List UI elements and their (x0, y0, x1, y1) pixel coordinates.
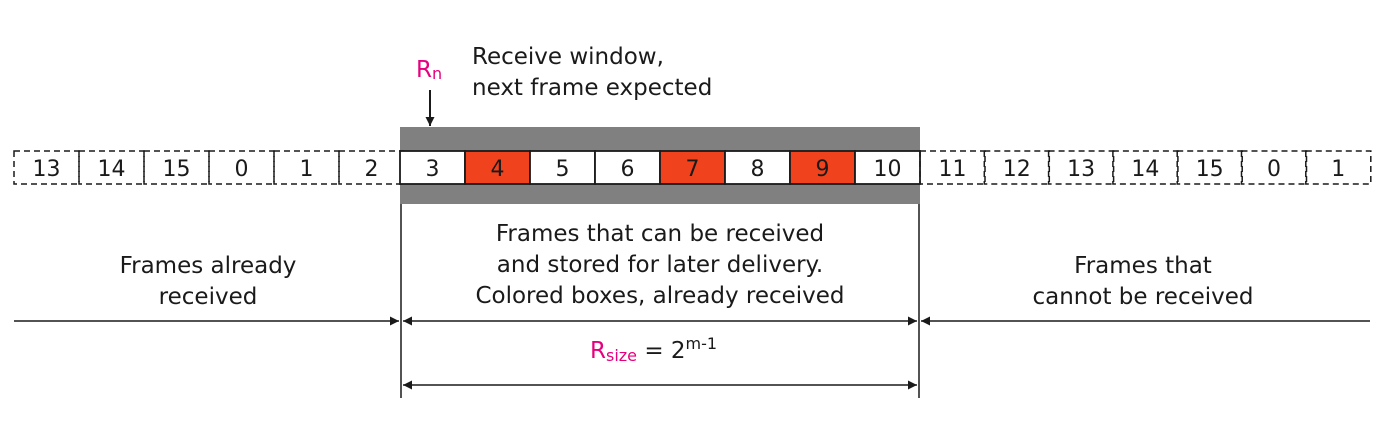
receive-window-label-line2: next frame expected (472, 75, 713, 101)
window-size-exponent: m-1 (685, 334, 718, 353)
left-region-label: Frames already received (48, 251, 368, 313)
rn-pointer-label: Rn (416, 57, 443, 83)
left-frame-2-label: 15 (163, 157, 191, 182)
receive-window-label: Receive window, next frame expected (472, 42, 712, 104)
window-frame-0-label: 3 (426, 157, 440, 182)
right-frame-2-label: 13 (1067, 157, 1095, 182)
middle-region-label-line3: Colored boxes, already received (475, 283, 845, 309)
receive-window-label-line1: Receive window, (472, 44, 664, 70)
window-frame-0-box (399, 150, 466, 185)
window-frame-7-label: 10 (874, 157, 902, 182)
frames-already-received: 13 14 15 0 1 2 (13, 150, 405, 185)
middle-region-label-line2: and stored for later delivery. (496, 252, 824, 278)
right-frame-4-box (1176, 150, 1243, 185)
left-region-label-line1: Frames already (119, 253, 297, 279)
window-frame-3-label: 6 (621, 157, 635, 182)
left-frame-4-label: 1 (300, 157, 314, 182)
frames-cannot-be-received: 11 12 13 14 15 0 1 (919, 150, 1372, 185)
window-size-value: = 2 (644, 338, 686, 364)
right-frame-5-label: 0 (1267, 157, 1281, 182)
left-frame-5-label: 2 (365, 157, 379, 182)
window-frame-4-label: 7 (686, 157, 700, 182)
left-frame-1-box (78, 150, 145, 185)
window-frame-1-label: 4 (491, 157, 505, 182)
window-frame-7-box (854, 150, 921, 185)
window-frame-5-label: 8 (751, 157, 765, 182)
left-frame-3-box (208, 150, 275, 185)
window-frame-2-box (529, 150, 596, 185)
left-frame-4-box (273, 150, 340, 185)
middle-region-label-line1: Frames that can be received (495, 221, 825, 247)
right-region-label-line2: cannot be received (1032, 284, 1254, 310)
window-frame-3-box (594, 150, 661, 185)
left-region-label-line2: received (158, 284, 258, 310)
right-region-label: Frames that cannot be received (983, 251, 1303, 313)
window-size-symbol: Rsize (590, 338, 638, 365)
left-frame-0-label: 13 (33, 157, 61, 182)
window-size-formula: Rsize = 2m-1 (590, 334, 750, 365)
window-frame-2-label: 5 (556, 157, 570, 182)
right-frame-6-box (1305, 150, 1372, 185)
middle-region-label: Frames that can be received and stored f… (460, 219, 860, 312)
right-frame-0-label: 11 (939, 157, 967, 182)
right-frame-5-box (1240, 150, 1308, 185)
right-frame-1-label: 12 (1003, 157, 1031, 182)
receive-window-frames: 3 4 5 6 7 8 9 10 (399, 150, 921, 185)
left-frame-3-label: 0 (235, 157, 249, 182)
right-frame-1-box (983, 150, 1051, 185)
right-frame-0-box (919, 150, 986, 185)
right-frame-4-label: 15 (1196, 157, 1224, 182)
left-frame-1-label: 14 (98, 157, 126, 182)
left-frame-2-box (143, 150, 210, 185)
left-frame-0-box (13, 150, 80, 185)
right-frame-3-box (1112, 150, 1179, 185)
right-frame-2-box (1047, 150, 1115, 185)
right-frame-6-label: 1 (1331, 157, 1345, 182)
window-frame-6-box (789, 150, 856, 185)
right-region-label-line1: Frames that (1074, 253, 1212, 279)
window-frame-6-label: 9 (816, 157, 830, 182)
right-frame-3-label: 14 (1131, 157, 1159, 182)
